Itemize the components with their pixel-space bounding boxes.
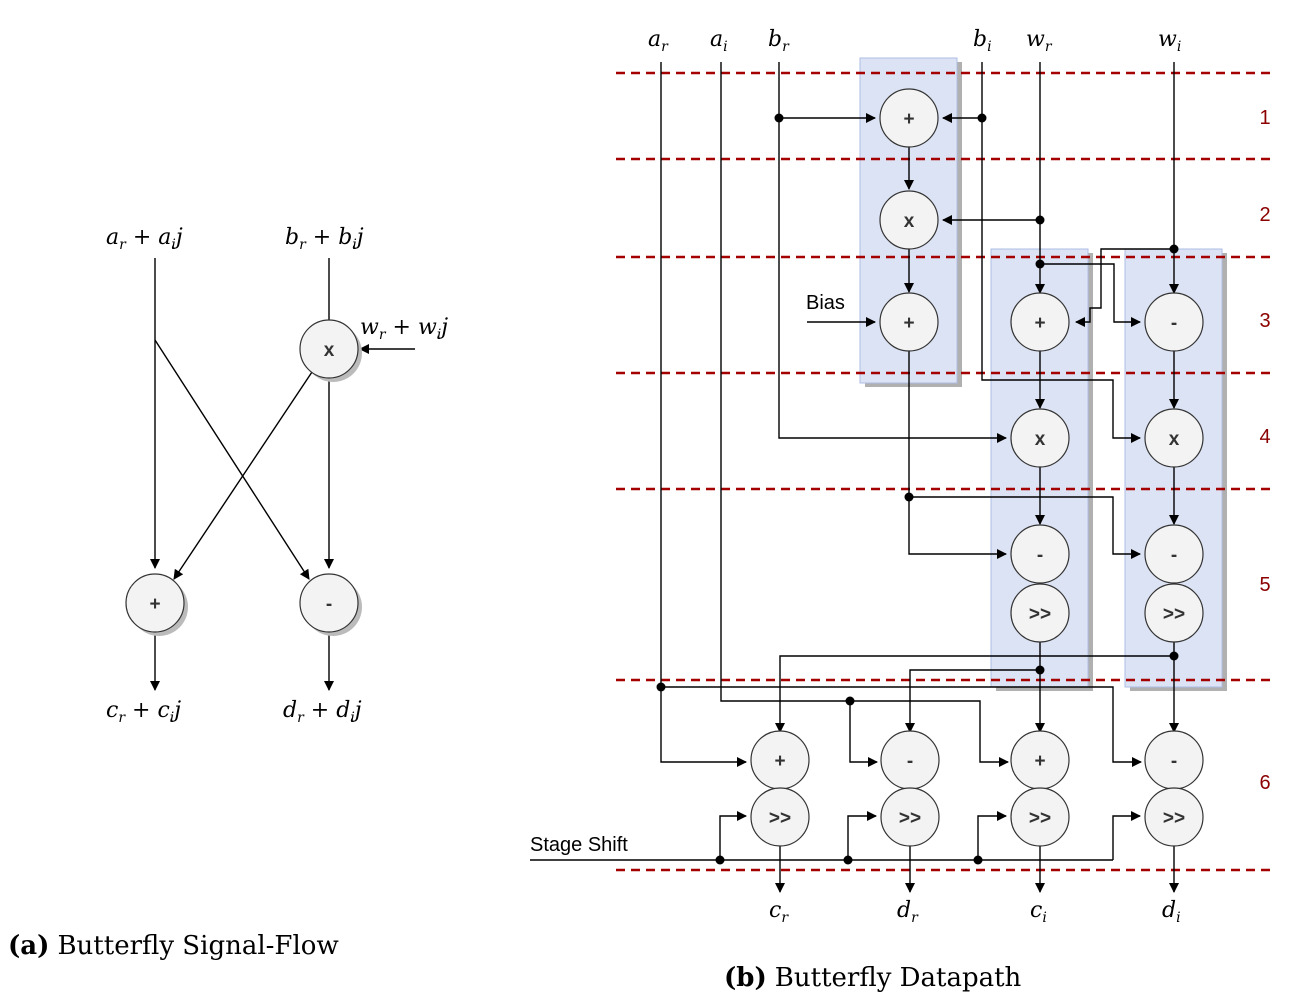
stage5-shifter-imag: >> — [1144, 583, 1204, 643]
svg-text:x: x — [1035, 429, 1046, 450]
svg-text:-: - — [907, 751, 913, 772]
svg-text:x: x — [324, 340, 335, 361]
input-a-label: ar + aij — [106, 225, 183, 253]
stage6-adder-cr: + — [750, 730, 810, 790]
input-ai-label: ai — [710, 27, 728, 55]
stage6-shifter-dr: >> — [880, 787, 940, 847]
svg-text:+: + — [1034, 751, 1045, 772]
svg-text:>>: >> — [1163, 808, 1185, 829]
stage3-bias-adder: + — [879, 292, 939, 352]
stage4-multiplier-real: x — [1010, 408, 1070, 468]
svg-text:+: + — [903, 313, 914, 334]
stage3-subtractor-imag: - — [1144, 292, 1204, 352]
datapath-wires — [530, 62, 1179, 893]
svg-text:-: - — [1171, 751, 1177, 772]
svg-text:x: x — [1169, 429, 1180, 450]
stage-6-label: 6 — [1259, 772, 1270, 794]
svg-text:>>: >> — [899, 808, 921, 829]
stage5-subtractor-real: - — [1010, 524, 1070, 584]
svg-text:+: + — [774, 751, 785, 772]
svg-text:-: - — [326, 594, 332, 615]
input-bi-label: bi — [973, 27, 992, 55]
panel-a-caption: (a)Butterfly Signal-Flow — [8, 931, 339, 961]
stage6-shifter-di: >> — [1144, 787, 1204, 847]
panel-a-adder: + — [125, 573, 188, 636]
stage6-adder-ci: + — [1010, 730, 1070, 790]
svg-text:>>: >> — [1029, 604, 1051, 625]
stage-1-label: 1 — [1259, 107, 1270, 129]
input-br-label: br — [768, 27, 790, 55]
stage-2-label: 2 — [1259, 204, 1270, 226]
panel-b-caption: (b)Butterfly Datapath — [724, 963, 1022, 993]
input-b-label: br + bij — [285, 225, 364, 253]
stage2-multiplier: x — [879, 190, 939, 250]
svg-text:>>: >> — [1163, 604, 1185, 625]
wire-mul-cross — [173, 371, 313, 580]
input-ar-label: ar — [648, 27, 669, 55]
stage-4-label: 4 — [1259, 426, 1270, 448]
bias-label: Bias — [806, 292, 845, 314]
stage6-subtractor-di: - — [1144, 730, 1204, 790]
output-di-label: di — [1162, 898, 1181, 926]
output-ci-label: ci — [1030, 898, 1047, 926]
twiddle-w-label: wr + wij — [360, 315, 448, 343]
stage5-subtractor-imag: - — [1144, 524, 1204, 584]
input-wr-label: wr — [1026, 27, 1053, 55]
output-d-label: dr + dij — [283, 698, 362, 726]
junction-dots — [656, 113, 1179, 865]
stage6-shifter-ci: >> — [1010, 787, 1070, 847]
stage6-subtractor-dr: - — [880, 730, 940, 790]
panel-a-subtractor: - — [299, 573, 362, 636]
svg-text:>>: >> — [1029, 808, 1051, 829]
svg-text:>>: >> — [769, 808, 791, 829]
stage5-shifter-real: >> — [1010, 583, 1070, 643]
svg-text:+: + — [1034, 313, 1045, 334]
wire-a-cross — [154, 339, 310, 580]
output-dr-label: dr — [897, 898, 919, 926]
panel-b-datapath: 1 2 3 4 5 6 ar ai br bi wr wi — [530, 27, 1275, 993]
stage1-adder: + — [879, 88, 939, 148]
stage-5-label: 5 — [1259, 574, 1270, 596]
stage-3-label: 3 — [1259, 310, 1270, 332]
svg-text:+: + — [149, 594, 160, 615]
panel-a-multiplier: x — [299, 319, 362, 382]
output-c-label: cr + cij — [106, 698, 181, 726]
svg-text:-: - — [1037, 545, 1043, 566]
input-wi-label: wi — [1158, 27, 1181, 55]
svg-text:-: - — [1171, 545, 1177, 566]
svg-text:x: x — [904, 211, 915, 232]
output-cr-label: cr — [769, 898, 789, 926]
stage6-shifter-cr: >> — [750, 787, 810, 847]
panel-a-signal-flow: ar + aij br + bij wr + wij x + — [8, 225, 448, 961]
stage-separators — [616, 71, 1275, 872]
stage4-multiplier-imag: x — [1144, 408, 1204, 468]
svg-text:-: - — [1171, 313, 1177, 334]
stage3-adder-real: + — [1010, 292, 1070, 352]
stage-shift-label: Stage Shift — [530, 834, 628, 856]
svg-text:+: + — [903, 109, 914, 130]
